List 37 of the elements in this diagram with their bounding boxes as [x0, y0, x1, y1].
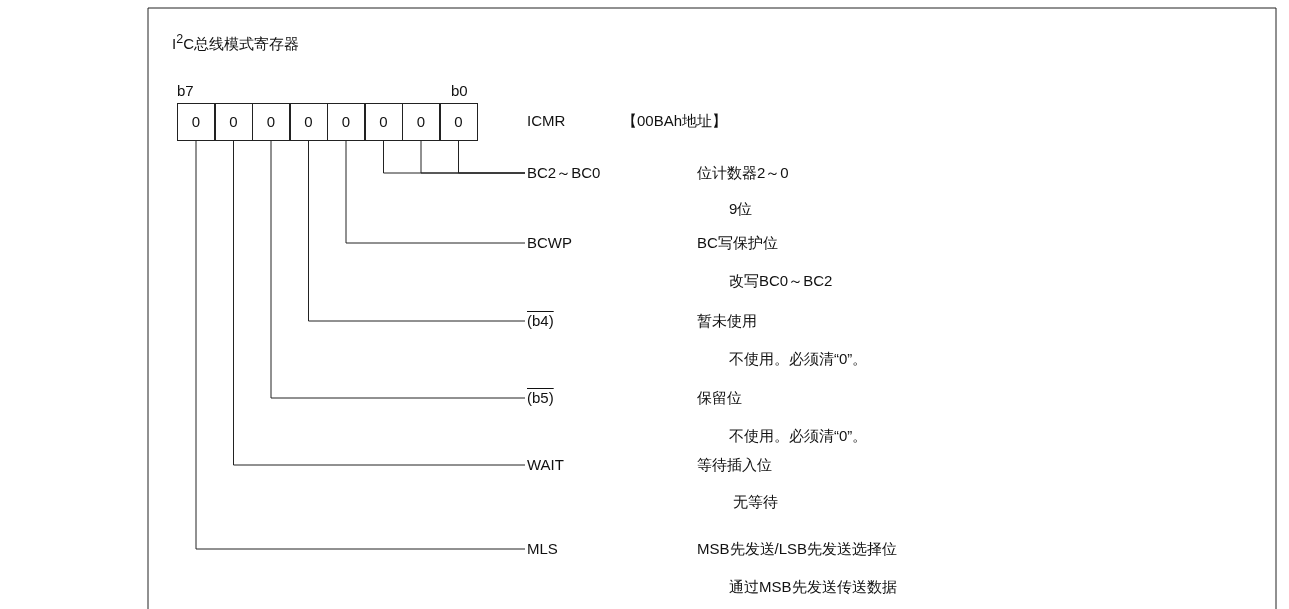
bit-number: b0 [451, 82, 468, 100]
bit-cell: 0 [402, 103, 440, 141]
bit-cell: 0 [439, 103, 478, 141]
bit-description: 暂未使用 [697, 312, 757, 330]
bit-cell: 0 [177, 103, 215, 141]
setting-text: 不使用。必须清“0”。 [729, 427, 868, 445]
bit-name: MLS [527, 540, 558, 558]
address-text: 【00BAh地址】 [622, 112, 728, 130]
bit-cell: 0 [214, 103, 253, 141]
leader-line [345, 140, 526, 244]
bit-description: 位计数器2～0 [697, 164, 789, 182]
bit-cell: 0 [364, 103, 403, 141]
bit-cell: 0 [327, 103, 365, 141]
setting-text: 通过MSB先发送传送数据 [729, 578, 897, 596]
register-name: ICMR [527, 112, 566, 130]
leader-line [308, 140, 526, 322]
bit-description: 等待插入位 [697, 456, 772, 474]
setting-text: 改写BC0～BC2 [729, 272, 833, 290]
bit-cell: 0 [252, 103, 290, 141]
bit-name: (b5) [527, 389, 554, 407]
bit-description: BC写保护位 [697, 234, 778, 252]
register-title: I$^{2}$C总线模式寄存器 [172, 31, 299, 53]
leader-line [458, 140, 526, 174]
bit-name: (b4) [527, 312, 554, 330]
bit-number: b7 [177, 82, 194, 100]
bit-name: BCWP [527, 234, 572, 252]
leader-line [270, 140, 526, 399]
leader-line [233, 140, 526, 466]
leader-line [195, 140, 526, 550]
setting-text: 不使用。必须清“0”。 [729, 350, 868, 368]
bit-name: WAIT [527, 456, 564, 474]
bit-description: 保留位 [697, 389, 742, 407]
bit-description: MSB先发送/LSB先发送选择位 [697, 540, 898, 558]
bit-cell: 0 [289, 103, 328, 141]
bit-name: BC2～BC0 [527, 164, 601, 182]
setting-text: 无等待 [733, 493, 778, 511]
setting-text: 9位 [729, 200, 753, 218]
